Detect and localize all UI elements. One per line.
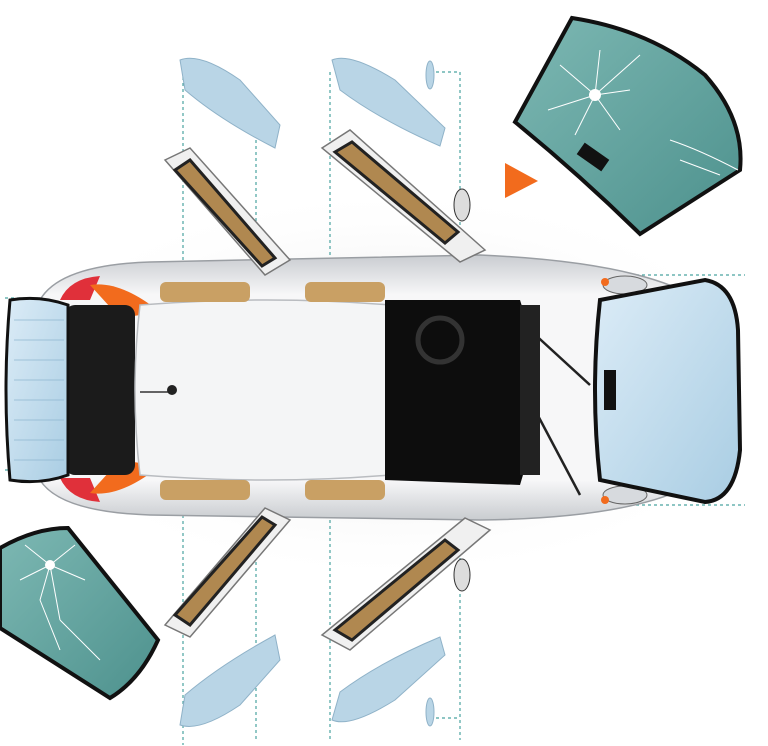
door-rear-bottom: [163, 507, 292, 638]
dashboard: [520, 305, 540, 475]
tail-light-bottom: [60, 478, 100, 502]
seats: [160, 282, 385, 500]
mirror-mount: [604, 370, 616, 410]
door-front-bottom: [320, 517, 492, 651]
broken-rear-glass: [0, 525, 161, 701]
interior: [385, 300, 535, 485]
wipers: [529, 329, 591, 496]
broken-windshield: [512, 15, 743, 237]
signal-bottom: [601, 496, 609, 504]
tail-light-top: [60, 276, 100, 300]
defroster-lines: [14, 319, 64, 461]
antenna-base: [167, 385, 177, 395]
roof: [134, 299, 391, 481]
front-windshield: [593, 277, 743, 505]
door-glass-panels: [179, 57, 446, 727]
direction-arrow-icon: [505, 163, 538, 198]
steering-wheel: [415, 315, 465, 365]
door-rear-top: [163, 147, 292, 276]
door-front-top: [320, 129, 487, 263]
rear-window: [4, 296, 70, 484]
trunk: [65, 305, 135, 475]
signal-top: [601, 278, 609, 286]
